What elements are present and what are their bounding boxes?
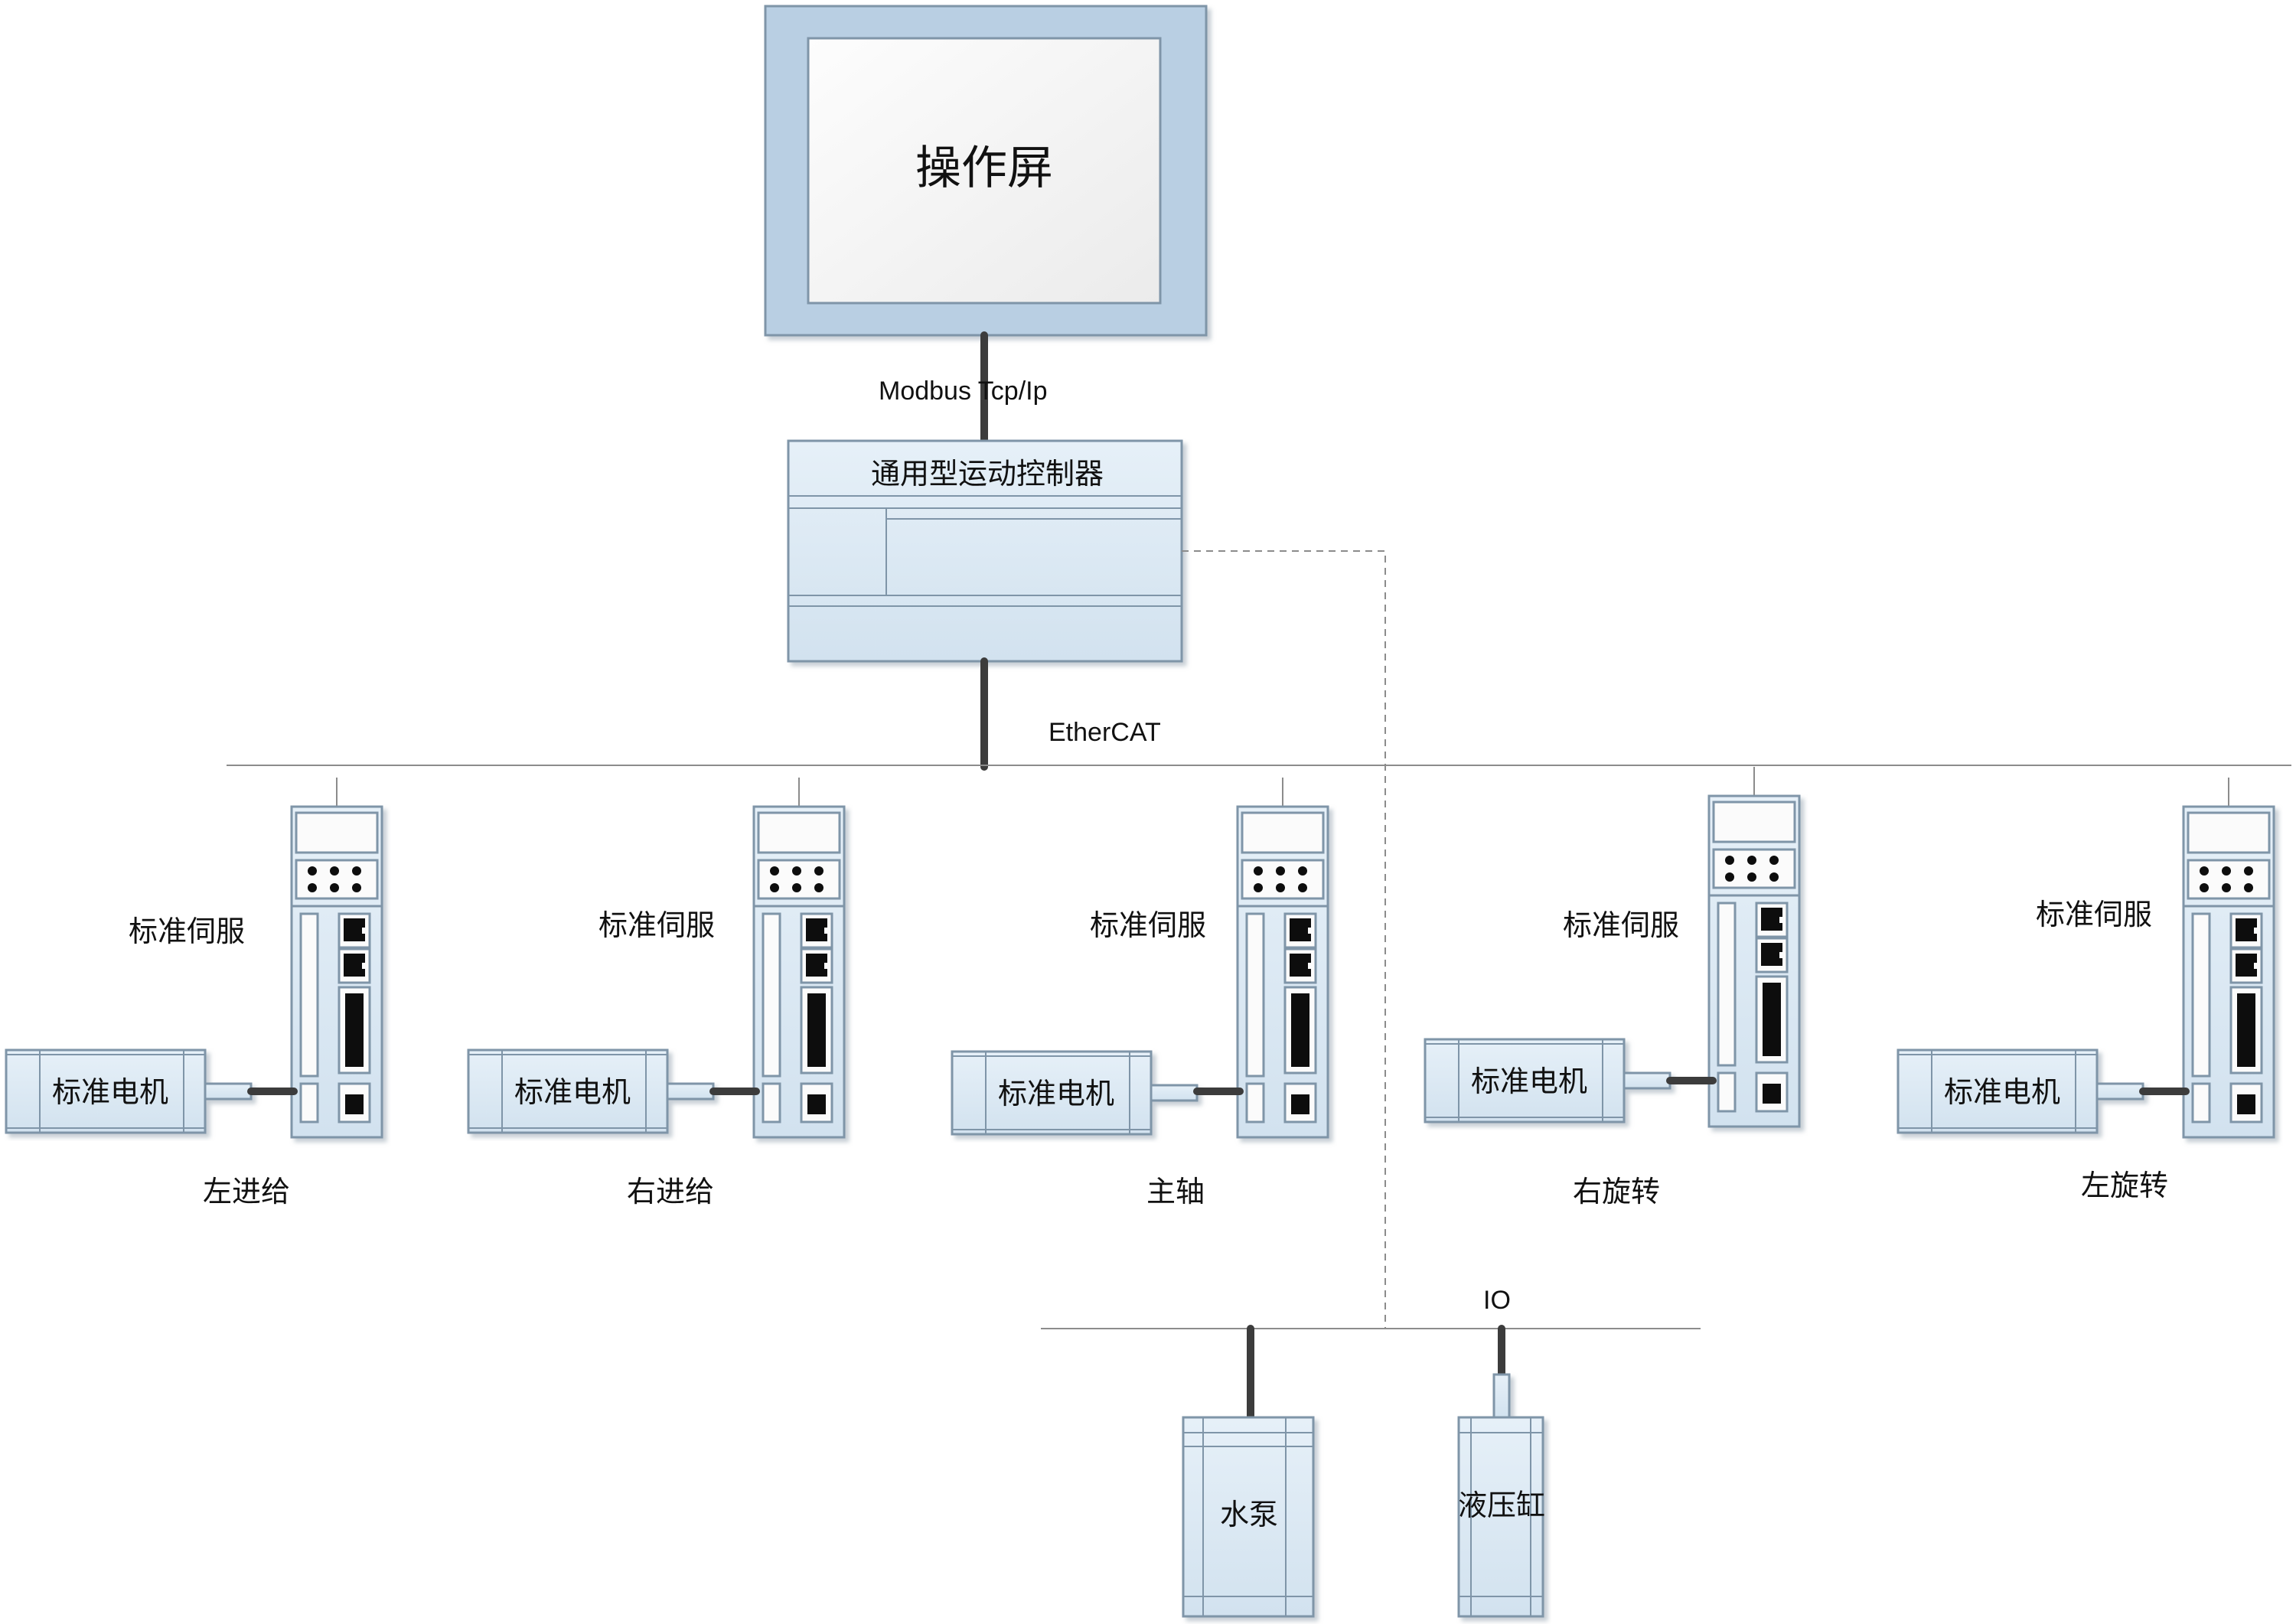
axis-left-rotate: 标准伺服 标准电机 左旋转 bbox=[1896, 778, 2275, 1202]
modbus-label: Modbus Tcp/Ip bbox=[879, 377, 1048, 406]
hydraulic-cylinder bbox=[1457, 1373, 1544, 1618]
servo-label: 标准伺服 bbox=[598, 908, 715, 942]
operator-screen-label: 操作屏 bbox=[915, 142, 1053, 195]
water-pump-label: 水泵 bbox=[1220, 1498, 1278, 1531]
axis-right-feed: 标准伺服 标准电机 右进给 bbox=[467, 778, 846, 1208]
servo-label: 标准伺服 bbox=[1090, 908, 1206, 942]
servo-label: 标准伺服 bbox=[2036, 898, 2152, 931]
motor-label: 标准电机 bbox=[1471, 1065, 1587, 1098]
motor-label: 标准电机 bbox=[52, 1075, 168, 1109]
axis-label: 右进给 bbox=[627, 1175, 714, 1208]
motor-label: 标准电机 bbox=[514, 1075, 631, 1109]
axis-label: 主轴 bbox=[1146, 1175, 1205, 1208]
servo-drive bbox=[752, 805, 846, 1139]
ethercat-label: EtherCAT bbox=[1049, 718, 1161, 747]
io-label: IO bbox=[1483, 1286, 1511, 1315]
water-pump bbox=[1182, 1416, 1315, 1618]
motor-label: 标准电机 bbox=[998, 1077, 1114, 1110]
servo-label: 标准伺服 bbox=[129, 915, 245, 948]
operator-screen bbox=[764, 5, 1208, 337]
axis-label: 右旋转 bbox=[1573, 1175, 1660, 1208]
axis-right-rotate: 标准伺服 标准电机 右旋转 bbox=[1424, 767, 1801, 1208]
io-dashed-link bbox=[1182, 550, 1386, 1329]
axis-left-feed: 标准伺服 标准电机 左进给 bbox=[5, 778, 383, 1208]
axis-label: 左进给 bbox=[203, 1175, 290, 1208]
hydraulic-cylinder-label: 液压缸 bbox=[1458, 1489, 1545, 1522]
servo-drive bbox=[2182, 805, 2275, 1139]
servo-drive bbox=[1236, 805, 1329, 1139]
axis-label: 左旋转 bbox=[2081, 1169, 2168, 1202]
servo-drive bbox=[1707, 794, 1801, 1128]
motor-label: 标准电机 bbox=[1944, 1075, 2060, 1109]
servo-label: 标准伺服 bbox=[1563, 908, 1679, 942]
servo-drive bbox=[290, 805, 383, 1139]
axis-spindle: 标准伺服 标准电机 主轴 bbox=[951, 778, 1329, 1208]
motion-controller-label: 通用型运动控制器 bbox=[871, 457, 1104, 491]
